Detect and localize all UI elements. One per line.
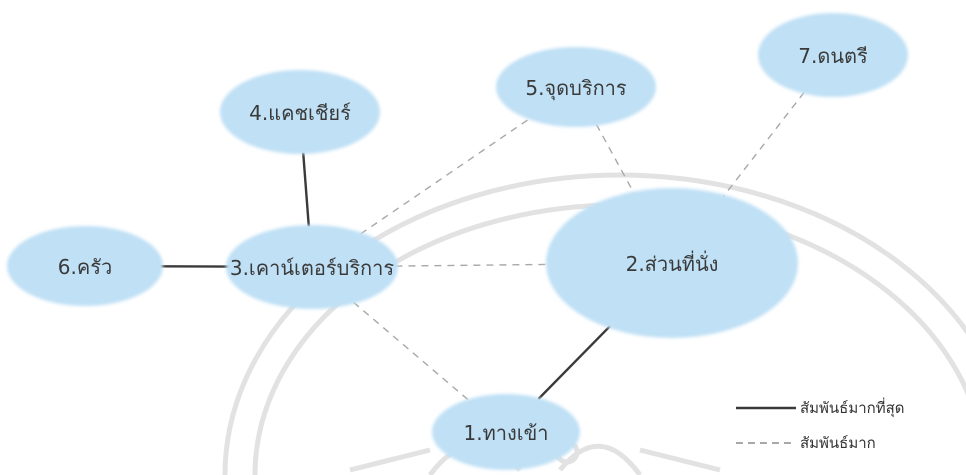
legend-strongest-label: สัมพันธ์มากที่สุด — [800, 397, 905, 418]
legend-strong-label: สัมพันธ์มาก — [800, 434, 876, 452]
node-service-counter-label: 3.เคาน์เตอร์บริการ — [230, 256, 395, 280]
node-seating-shape — [546, 188, 798, 338]
node-cashier-label: 4.แคชเชียร์ — [249, 101, 351, 125]
node-service-point: 5.จุดบริการ — [496, 47, 656, 127]
edge-service-counter-entrance — [353, 301, 470, 401]
legend: สัมพันธ์มากที่สุด สัมพันธ์มาก — [736, 397, 905, 452]
edge-cashier-service-counter — [302, 152, 310, 227]
edge-service-point-seating — [595, 124, 635, 195]
node-music-label: 7.ดนตรี — [798, 44, 868, 68]
edges-layer — [160, 91, 805, 401]
node-cashier: 4.แคชเชียร์ — [220, 70, 380, 154]
edge-service-counter-seating — [395, 263, 550, 267]
node-service-counter: 3.เคาน์เตอร์บริการ — [226, 225, 398, 309]
node-music-shape — [758, 13, 908, 97]
node-seating-label: 2.ส่วนที่นั่ง — [626, 250, 719, 276]
node-kitchen: 6.ครัว — [7, 226, 163, 306]
node-music: 7.ดนตรี — [758, 13, 908, 97]
node-entrance: 1.ทางเข้า — [432, 394, 580, 470]
node-entrance-shape — [432, 394, 580, 470]
node-kitchen-label: 6.ครัว — [58, 255, 112, 279]
node-kitchen-shape — [7, 226, 163, 306]
node-service-point-shape — [496, 47, 656, 127]
edge-seating-entrance — [537, 324, 612, 400]
node-service-counter-shape — [226, 225, 398, 309]
node-seating: 2.ส่วนที่นั่ง — [546, 188, 798, 338]
node-cashier-shape — [220, 70, 380, 154]
edge-service-counter-service-point — [360, 117, 531, 235]
edge-music-seating — [722, 91, 805, 198]
node-service-point-label: 5.จุดบริการ — [525, 76, 627, 101]
node-entrance-label: 1.ทางเข้า — [464, 421, 549, 445]
